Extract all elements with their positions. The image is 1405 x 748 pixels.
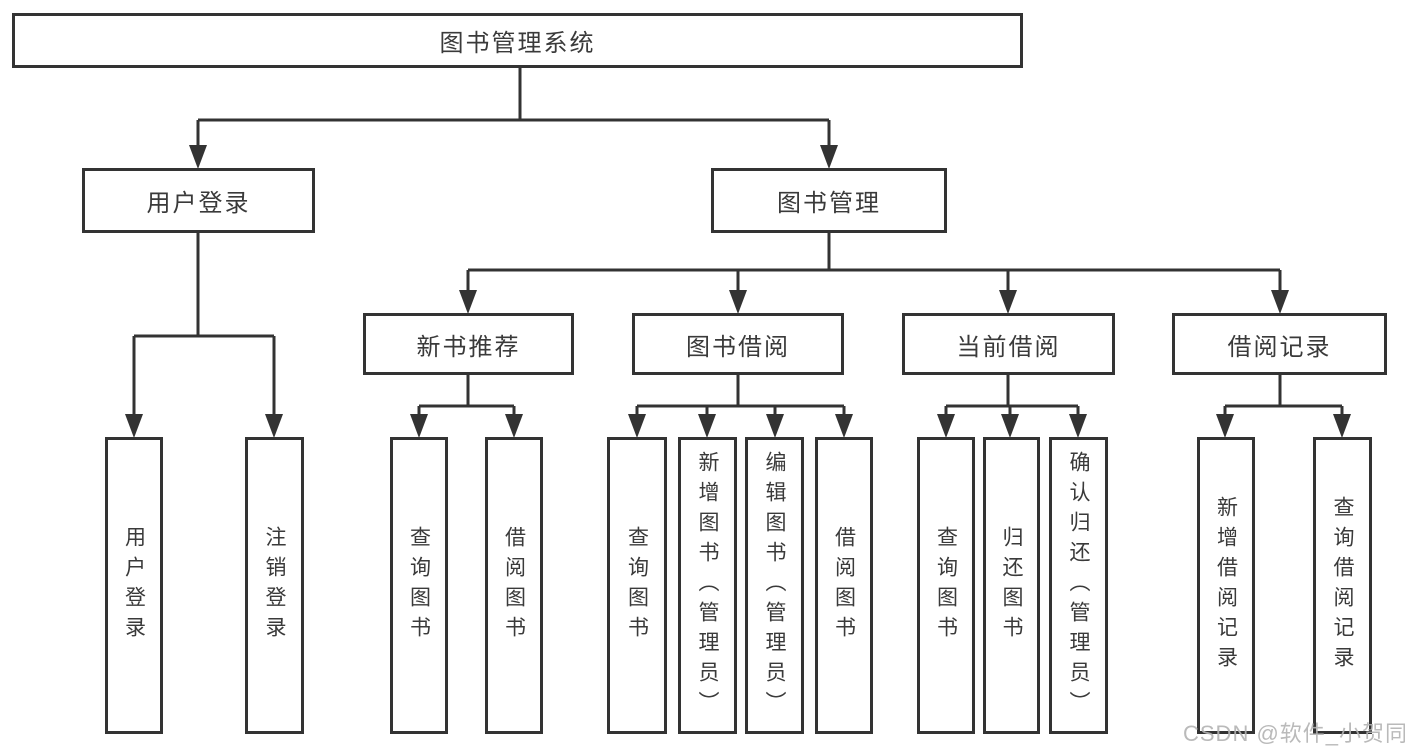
leaf-query-borrow-record: 查询借阅记录 (1313, 437, 1372, 734)
csdn-watermark: CSDN @软件_小贺同学 (1183, 721, 1405, 746)
leaf-borrow-query-books: 查询图书 (607, 437, 667, 734)
leaf-confirm-return-admin: 确认归还（管理员） (1049, 437, 1108, 734)
leaf-return-books: 归还图书 (983, 437, 1040, 734)
leaf-add-borrow-record: 新增借阅记录 (1197, 437, 1255, 734)
leaf-user-login: 用户登录 (105, 437, 163, 734)
node-book-borrow: 图书借阅 (632, 313, 844, 375)
node-new-book-recommend: 新书推荐 (363, 313, 574, 375)
leaf-borrow-borrow-books: 借阅图书 (815, 437, 873, 734)
node-user-login: 用户登录 (82, 168, 315, 233)
node-book-management: 图书管理 (711, 168, 947, 233)
leaf-current-query-books: 查询图书 (917, 437, 975, 734)
leaf-add-book-admin: 新增图书（管理员） (678, 437, 737, 734)
node-current-borrow: 当前借阅 (902, 313, 1115, 375)
leaf-newbook-borrow-books: 借阅图书 (485, 437, 543, 734)
leaf-newbook-query-books: 查询图书 (390, 437, 448, 734)
node-root-system: 图书管理系统 (12, 13, 1023, 68)
leaf-edit-book-admin: 编辑图书（管理员） (745, 437, 804, 734)
leaf-logout: 注销登录 (245, 437, 304, 734)
node-borrow-record: 借阅记录 (1172, 313, 1387, 375)
